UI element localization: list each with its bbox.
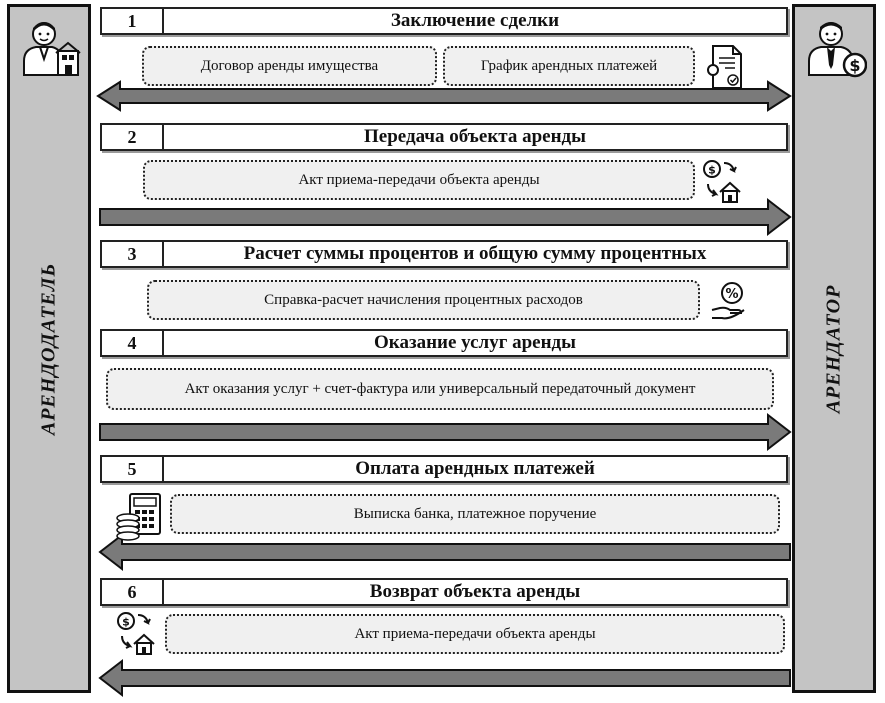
stage-3-header: 3 Расчет суммы процентов и общую сумму п… xyxy=(100,240,788,268)
percent-hand-icon: % xyxy=(711,282,745,320)
stage-5-header: 5 Оплата арендных платежей xyxy=(100,455,788,483)
arrow-stage-1-bidirectional xyxy=(96,80,792,112)
lessee-column: $ АРЕНДАТОР xyxy=(792,4,876,693)
svg-text:%: % xyxy=(725,287,738,302)
stage-1-document-1: Договор аренды имущества xyxy=(142,46,437,86)
arrow-stage-2-right xyxy=(99,197,792,237)
stage-6-header: 6 Возврат объекта аренды xyxy=(100,578,788,606)
stage-4-header: 4 Оказание услуг аренды xyxy=(100,329,788,357)
contract-document-icon xyxy=(707,45,742,89)
svg-text:$: $ xyxy=(849,56,860,75)
stage-3-document-1: Справка-расчет начисления процентных рас… xyxy=(147,280,700,320)
money-property-exchange-icon: $ xyxy=(117,612,155,655)
stage-title: Возврат объекта аренды xyxy=(369,581,581,602)
stage-number: 2 xyxy=(102,125,164,149)
stage-number: 1 xyxy=(102,9,164,33)
stage-number: 3 xyxy=(102,242,164,266)
stage-title: Оказание услуг аренды xyxy=(374,332,576,353)
stage-6-document-1: Акт приема-передачи объекта аренды xyxy=(165,614,785,654)
stage-4-document-1: Акт оказания услуг + счет-фактура или ун… xyxy=(106,368,774,410)
lessee-avatar-icon: $ xyxy=(808,22,867,78)
stage-number: 4 xyxy=(102,331,164,355)
stage-2-header: 2 Передача объекта аренды xyxy=(100,123,788,151)
stage-1-header: 1 Заключение сделки xyxy=(100,7,788,35)
lessor-avatar-icon xyxy=(23,22,81,76)
stage-title: Передача объекта аренды xyxy=(364,126,586,147)
calculator-coins-icon xyxy=(116,493,161,541)
money-property-exchange-icon: $ xyxy=(703,160,741,203)
arrow-stage-6-left xyxy=(98,658,791,698)
svg-text:$: $ xyxy=(122,616,130,629)
lessor-column: АРЕНДОДАТЕЛЬ xyxy=(7,4,91,693)
stage-2-document-1: Акт приема-передачи объекта аренды xyxy=(143,160,695,200)
stage-title: Расчет суммы процентов и общую сумму про… xyxy=(243,243,707,264)
stage-5-document-1: Выписка банка, платежное поручение xyxy=(170,494,780,534)
stage-title: Оплата арендных платежей xyxy=(355,458,595,479)
arrow-stage-4-right xyxy=(99,412,792,452)
stage-1-document-2: График арендных платежей xyxy=(443,46,695,86)
arrow-stage-5-left xyxy=(98,532,791,572)
svg-text:$: $ xyxy=(708,164,716,177)
stage-number: 6 xyxy=(102,580,164,604)
stage-title: Заключение сделки xyxy=(390,10,560,31)
stage-number: 5 xyxy=(102,457,164,481)
